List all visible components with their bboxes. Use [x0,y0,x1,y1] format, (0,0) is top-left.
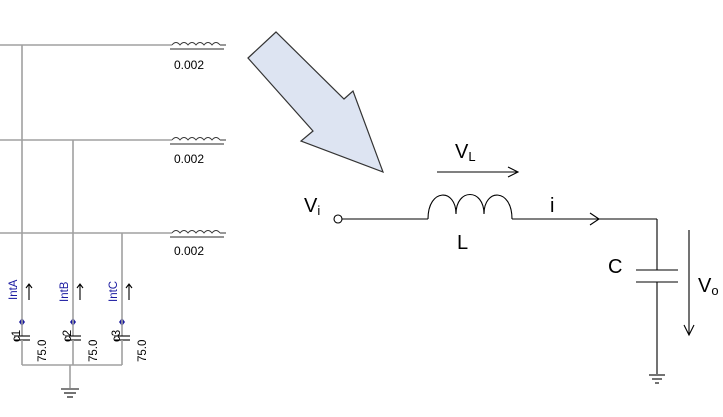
cap-c1-name: c1 [11,330,23,342]
inductor-b-value: 0.002 [174,152,204,166]
inductor-b [170,137,226,145]
current-label: i [550,195,554,217]
probe-b: IntB [59,281,84,326]
ground-icon-left [61,388,79,398]
vo-arrowhead-icon [683,324,695,337]
capacitor-c1 [14,335,30,365]
probe-b-label: IntB [59,281,71,302]
inductor-c [170,230,226,238]
right-circuit: Vi VL L i C Vo [304,141,719,384]
probe-c-label: IntC [108,281,120,302]
inductor-label: L [457,232,468,254]
inductor-a [170,42,226,50]
cap-c2-name: c2 [62,330,74,342]
cap-c3-name: c3 [111,330,123,342]
inductor-c-value: 0.002 [174,244,204,258]
vl-label: VL [455,141,476,164]
capacitor-c2 [65,335,81,365]
inductor-a-value: 0.002 [174,58,204,72]
cap-c1-value: 75.0 [37,340,49,362]
cap-c3-value: 75.0 [137,340,149,362]
input-terminal [333,214,343,224]
capacitor-c3 [114,335,130,365]
cap-c2-value: 75.0 [88,340,100,362]
ground-icon-right [649,374,665,384]
capacitor-label: C [608,256,622,278]
inductor-L [427,194,513,220]
probe-c: IntC [108,281,133,326]
left-circuit: 0.002 0.002 0.002 IntA IntB IntC [0,42,226,398]
transition-arrow-icon [247,31,385,174]
vo-label: Vo [698,275,719,298]
probe-a: IntA [8,279,33,326]
probe-a-label: IntA [8,279,20,300]
vl-arrowhead-icon [507,166,520,178]
vi-label: Vi [304,195,320,218]
